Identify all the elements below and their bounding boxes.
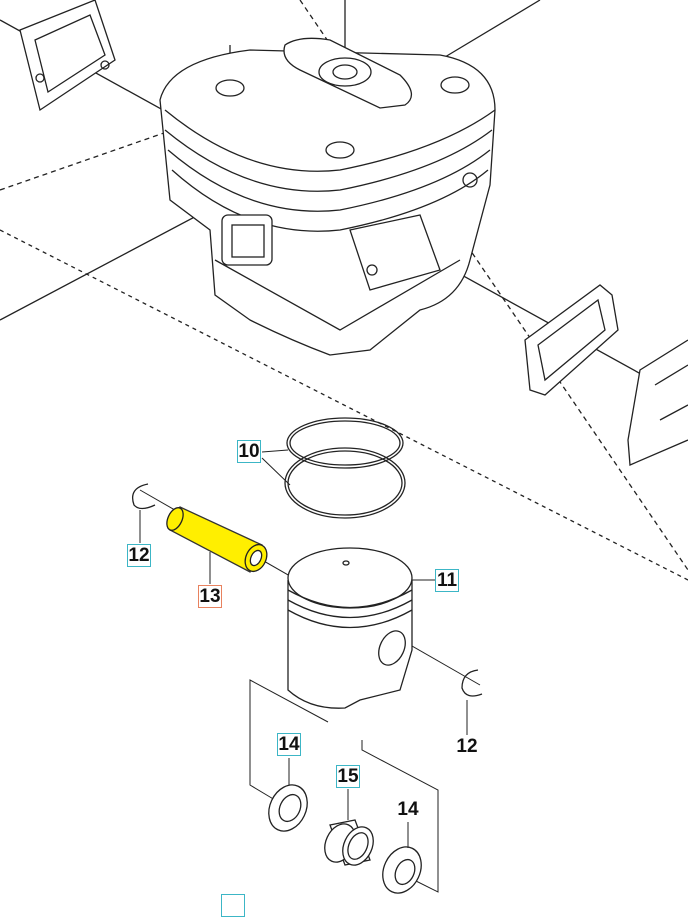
thrust-washer-left: [268, 784, 308, 832]
callout-12-left[interactable]: 12: [127, 544, 151, 567]
gasket-intake: [19, 0, 116, 112]
callout-13-selected[interactable]: 13: [198, 585, 222, 608]
callout-11[interactable]: 11: [435, 569, 459, 592]
piston-pin-highlighted: [166, 506, 268, 573]
callout-12-right[interactable]: 12: [456, 736, 478, 757]
circlip-left: [131, 483, 156, 510]
piston-rings: [284, 417, 406, 519]
circlip-right: [461, 669, 483, 697]
callout-14-left[interactable]: 14: [277, 733, 301, 756]
bracket-lines: [249, 679, 439, 893]
callout-10[interactable]: 10: [237, 440, 261, 463]
callout-14-right[interactable]: 14: [397, 799, 419, 820]
leader-lines: [139, 449, 468, 848]
muffler-partial: [627, 339, 688, 466]
cylinder: [159, 37, 496, 356]
needle-bearing: [324, 819, 374, 866]
piston: [287, 547, 413, 709]
gasket-exhaust: [524, 284, 619, 396]
callout-partial-bottom[interactable]: [221, 894, 245, 917]
thrust-washer-right: [382, 846, 422, 894]
callout-15[interactable]: 15: [336, 765, 360, 788]
